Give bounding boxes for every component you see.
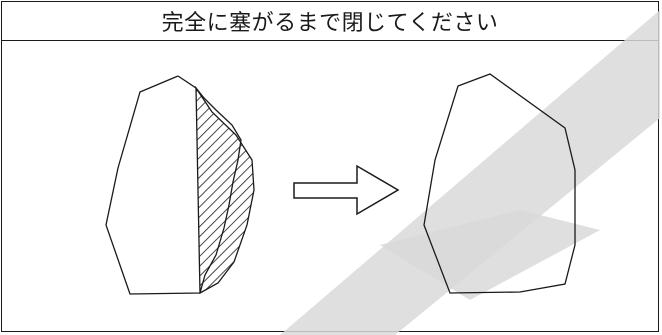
instruction-title: 完全に塞がるまで閉じてください bbox=[2, 2, 658, 41]
closed-shape-icon bbox=[423, 73, 576, 294]
right-arrow-icon bbox=[293, 164, 400, 216]
open-shape-hatched-icon bbox=[105, 75, 255, 295]
watermark-ribbon bbox=[280, 10, 660, 335]
